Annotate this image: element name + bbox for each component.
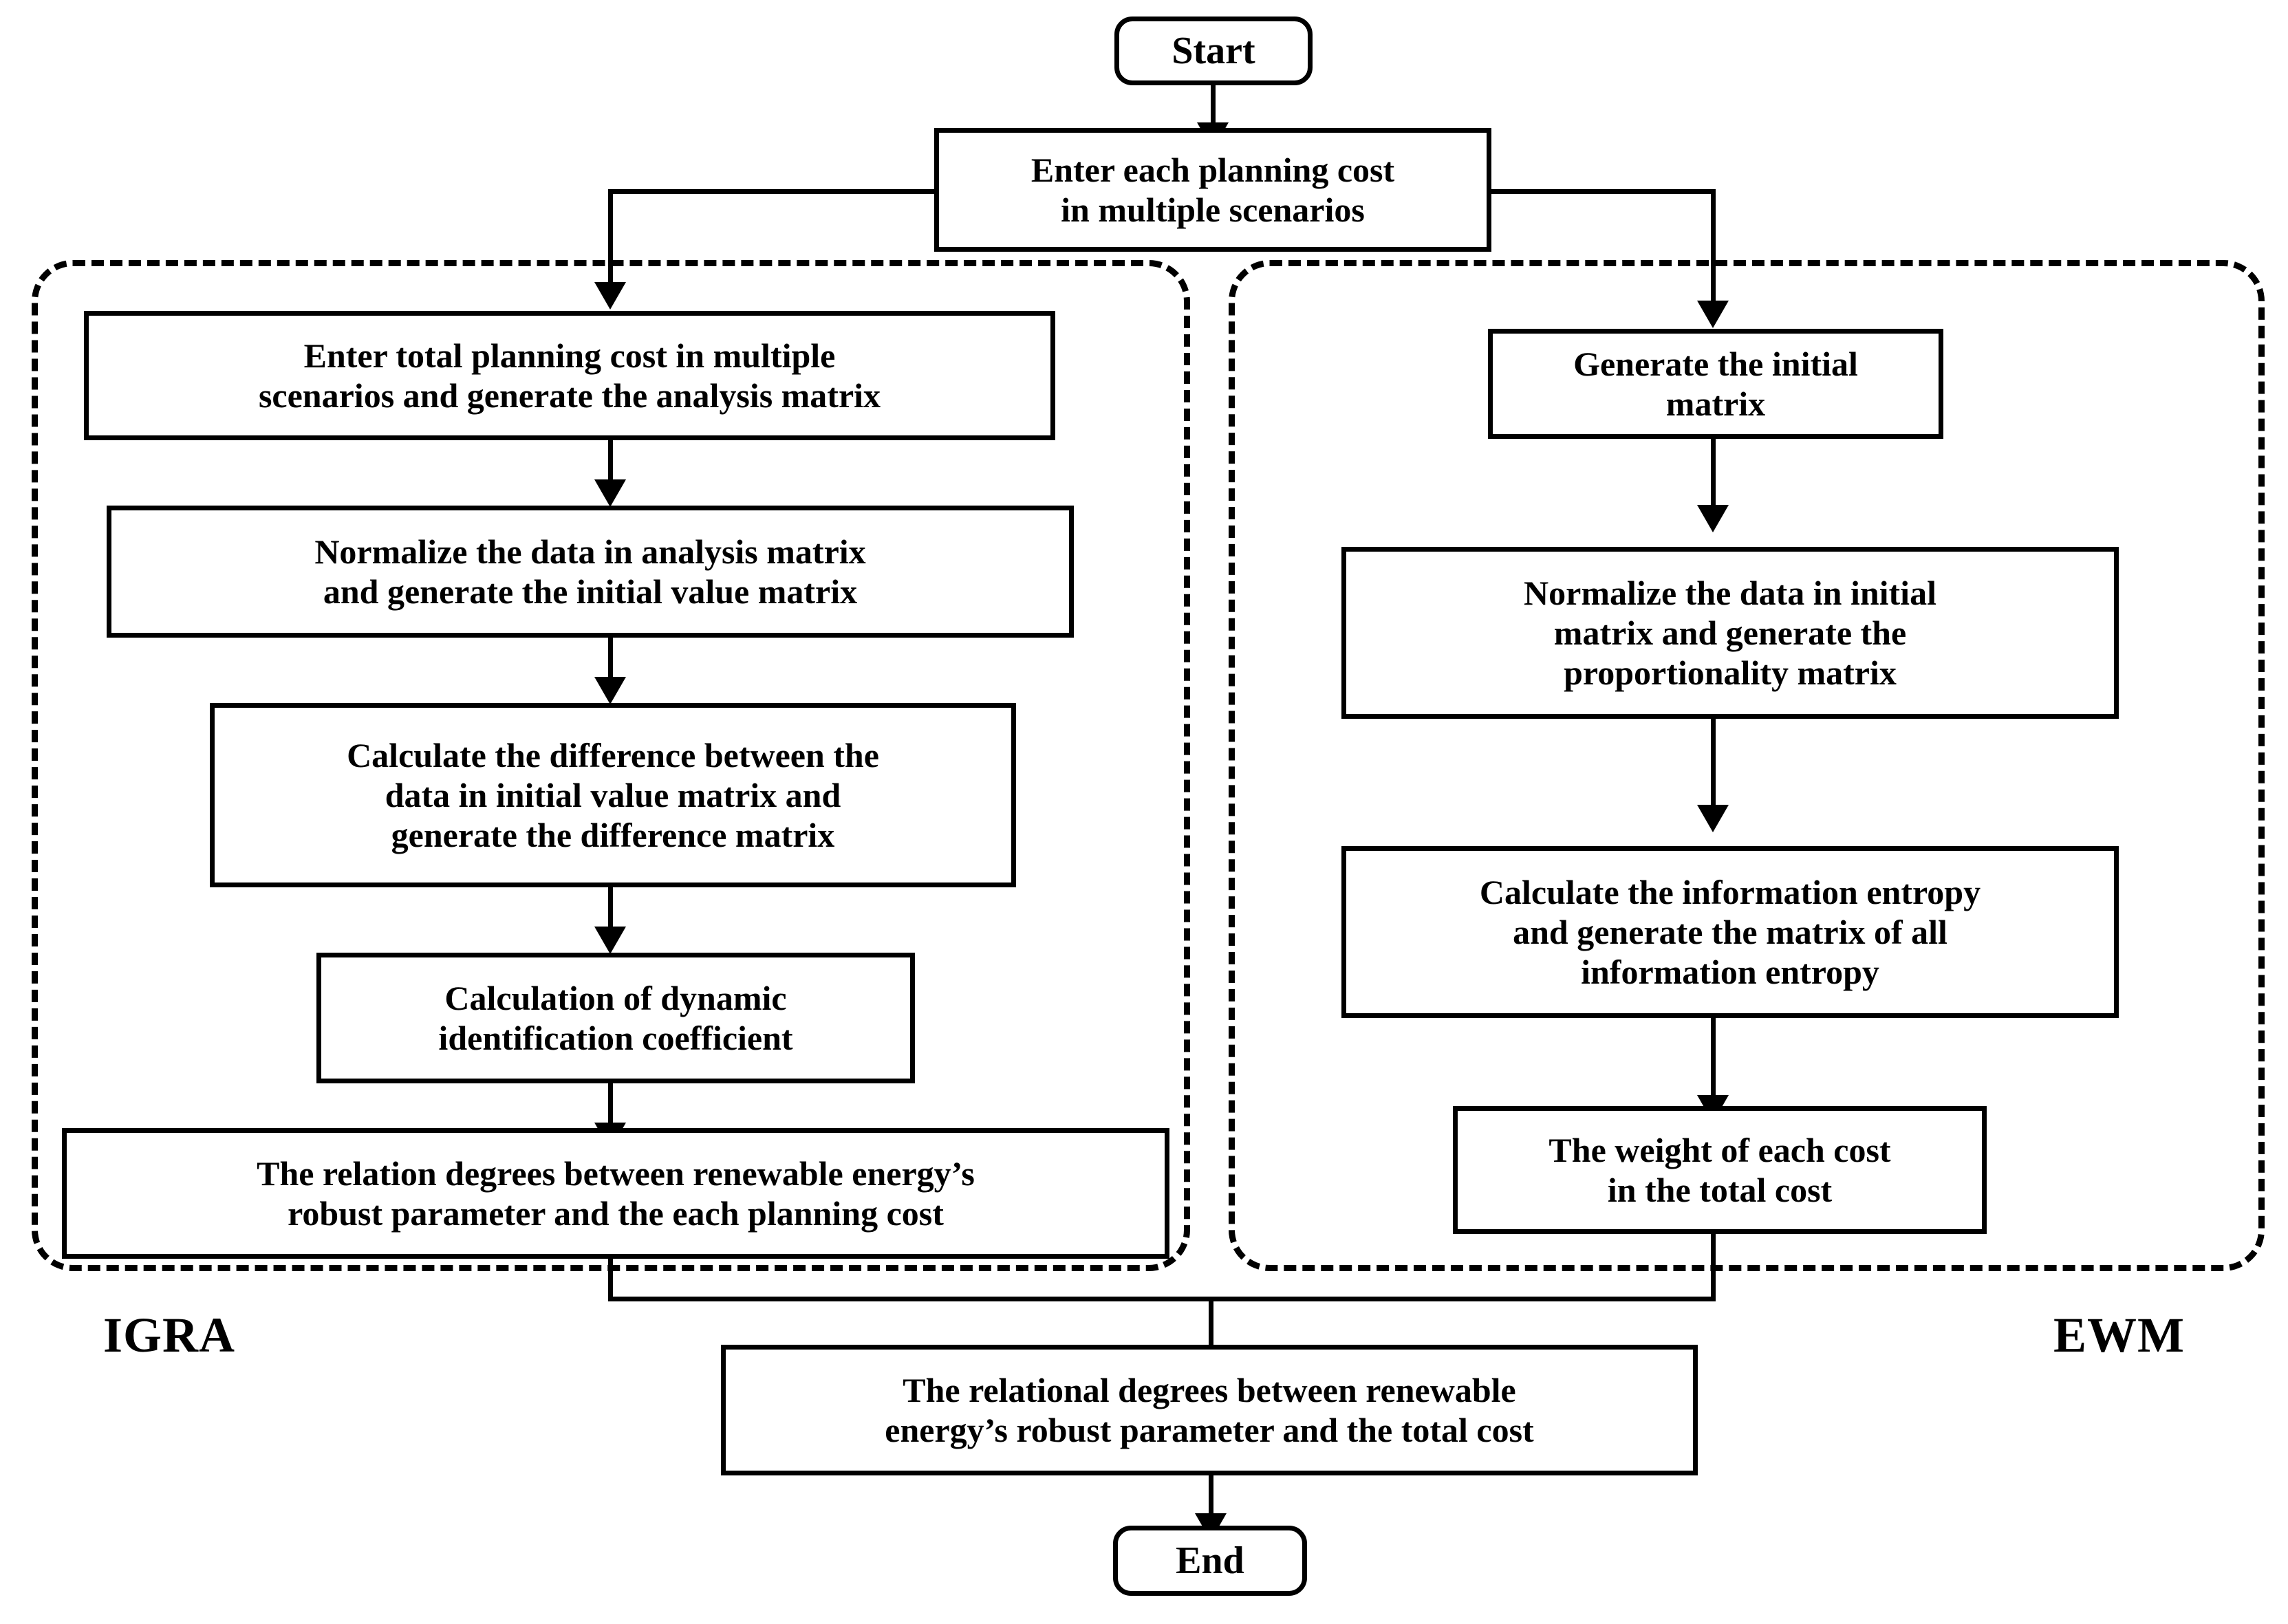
connector-ewm-3-to-4 bbox=[1711, 1018, 1716, 1101]
arrowhead-entry-to-ewm bbox=[1697, 301, 1729, 328]
node-igra-3[interactable]: Calculate the difference between the dat… bbox=[210, 703, 1016, 887]
arrowhead-igra-2-to-3 bbox=[594, 677, 626, 704]
connector-entry-down-left bbox=[608, 189, 613, 284]
node-ewm-1-label: Generate the initial matrix bbox=[1573, 345, 1858, 423]
node-ewm-3-label: Calculate the information entropy and ge… bbox=[1479, 873, 1981, 991]
group-label-ewm: EWM bbox=[2053, 1308, 2185, 1363]
connector-igra-out-down bbox=[608, 1259, 613, 1301]
connector-ewm-2-to-3 bbox=[1711, 719, 1716, 808]
arrowhead-ewm-2-to-3 bbox=[1697, 805, 1729, 832]
arrowhead-entry-to-igra bbox=[594, 282, 626, 310]
connector-entry-down-right bbox=[1711, 189, 1716, 302]
node-ewm-3[interactable]: Calculate the information entropy and ge… bbox=[1341, 846, 2119, 1018]
connector-start-to-entry bbox=[1211, 85, 1216, 127]
node-igra-4-label: Calculation of dynamic identification co… bbox=[438, 979, 793, 1057]
node-ewm-1[interactable]: Generate the initial matrix bbox=[1488, 329, 1943, 439]
node-igra-5[interactable]: The relation degrees between renewable e… bbox=[62, 1128, 1169, 1259]
node-ewm-2-label: Normalize the data in initial matrix and… bbox=[1524, 574, 1936, 692]
node-igra-4[interactable]: Calculation of dynamic identification co… bbox=[316, 953, 915, 1083]
connector-final-to-end bbox=[1209, 1475, 1213, 1518]
node-igra-1[interactable]: Enter total planning cost in multiple sc… bbox=[84, 311, 1055, 440]
node-igra-2-label: Normalize the data in analysis matrix an… bbox=[314, 532, 866, 611]
node-final-relational-degrees[interactable]: The relational degrees between renewable… bbox=[721, 1345, 1698, 1475]
connector-igra-1-to-2 bbox=[608, 440, 613, 483]
node-ewm-4[interactable]: The weight of each cost in the total cos… bbox=[1453, 1106, 1987, 1234]
node-ewm-2[interactable]: Normalize the data in initial matrix and… bbox=[1341, 547, 2119, 719]
node-end[interactable]: End bbox=[1113, 1526, 1307, 1596]
connector-merge-to-final bbox=[1209, 1297, 1213, 1364]
arrowhead-igra-1-to-2 bbox=[594, 479, 626, 507]
connector-entry-split-right bbox=[1489, 189, 1716, 194]
connector-igra-4-to-5 bbox=[608, 1083, 613, 1126]
connector-merge-bus bbox=[608, 1297, 1716, 1301]
group-label-igra: IGRA bbox=[103, 1308, 236, 1363]
node-start-label: Start bbox=[1172, 29, 1255, 72]
node-entry-planning-cost-label: Enter each planning cost in multiple sce… bbox=[1030, 151, 1395, 229]
node-igra-3-label: Calculate the difference between the dat… bbox=[347, 736, 879, 854]
connector-entry-split-left bbox=[608, 189, 937, 194]
node-igra-5-label: The relation degrees between renewable e… bbox=[257, 1154, 975, 1233]
node-end-label: End bbox=[1176, 1539, 1244, 1582]
node-entry-planning-cost[interactable]: Enter each planning cost in multiple sce… bbox=[934, 128, 1491, 252]
group-container-ewm bbox=[1229, 260, 2265, 1271]
connector-ewm-1-to-2 bbox=[1711, 439, 1716, 508]
node-igra-1-label: Enter total planning cost in multiple sc… bbox=[258, 336, 881, 415]
connector-igra-2-to-3 bbox=[608, 638, 613, 680]
node-igra-2[interactable]: Normalize the data in analysis matrix an… bbox=[107, 506, 1074, 638]
connector-igra-3-to-4 bbox=[608, 887, 613, 930]
node-ewm-4-label: The weight of each cost in the total cos… bbox=[1548, 1131, 1891, 1209]
node-final-relational-degrees-label: The relational degrees between renewable… bbox=[885, 1371, 1534, 1449]
arrowhead-igra-3-to-4 bbox=[594, 927, 626, 954]
node-start[interactable]: Start bbox=[1114, 17, 1313, 85]
connector-ewm-out-down bbox=[1711, 1234, 1716, 1301]
arrowhead-ewm-1-to-2 bbox=[1697, 505, 1729, 532]
